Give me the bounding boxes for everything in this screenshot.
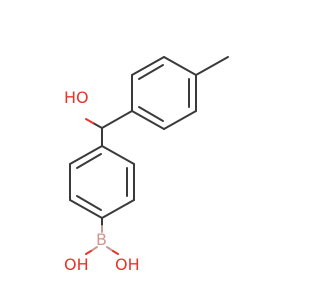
bond (92, 122, 103, 129)
boronic-hydroxyl-right-label: OH (115, 255, 140, 274)
bond (112, 250, 119, 255)
double-bond (138, 64, 164, 80)
boron-label: B (96, 230, 107, 249)
bond (163, 110, 197, 130)
bond (69, 145, 103, 165)
bond (131, 110, 165, 130)
methyl-bond (195, 56, 229, 76)
hydroxyl-label: HO (64, 88, 89, 107)
structure-canvas: HO B OH OH (64, 56, 229, 274)
bond (101, 110, 133, 129)
phenyl-ring (69, 145, 135, 219)
bond (106, 246, 114, 252)
double-bond (76, 195, 102, 211)
bond (163, 56, 197, 76)
bond (101, 145, 135, 165)
double-bond (138, 106, 164, 122)
bond (69, 199, 103, 219)
bond (101, 199, 135, 219)
bond (90, 246, 98, 252)
bond (131, 56, 165, 76)
tolyl-ring (131, 56, 197, 130)
bond (85, 118, 94, 124)
boronic-hydroxyl-left-label: OH (64, 255, 89, 274)
bond (85, 250, 92, 255)
double-bond (76, 153, 102, 169)
